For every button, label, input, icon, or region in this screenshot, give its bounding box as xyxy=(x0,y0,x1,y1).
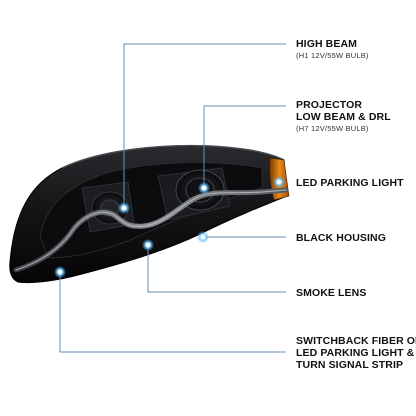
switchback-line3: TURN SIGNAL STRIP xyxy=(296,359,404,371)
projector-line2: LOW BEAM & DRL xyxy=(296,111,391,123)
led-parking-title: LED PARKING LIGHT xyxy=(296,177,404,189)
callout-black-housing: BLACK HOUSING xyxy=(296,232,386,244)
switchback-line2: LED PARKING LIGHT & xyxy=(296,347,415,359)
black-housing-title: BLACK HOUSING xyxy=(296,232,386,244)
callout-markers xyxy=(54,176,285,278)
marker-black-housing xyxy=(197,231,209,243)
marker-switchback xyxy=(54,266,66,278)
switchback-line1: SWITCHBACK FIBER OPTIC xyxy=(296,335,416,347)
projector-spec: (H7 12V/55W BULB) xyxy=(296,124,369,133)
high-beam-spec: (H1 12V/55W BULB) xyxy=(296,51,369,60)
marker-smoke-lens xyxy=(142,239,154,251)
callout-smoke-lens: SMOKE LENS xyxy=(296,287,366,299)
projector-line1: PROJECTOR xyxy=(296,99,363,111)
callout-high-beam: HIGH BEAM (H1 12V/55W BULB) xyxy=(296,38,369,62)
callout-switchback: SWITCHBACK FIBER OPTIC LED PARKING LIGHT… xyxy=(296,335,416,371)
leader-projector xyxy=(203,105,286,188)
high-beam-title: HIGH BEAM xyxy=(296,38,357,50)
callout-projector: PROJECTOR LOW BEAM & DRL (H7 12V/55W BUL… xyxy=(296,99,391,135)
marker-projector xyxy=(198,182,210,194)
marker-high-beam xyxy=(118,202,130,214)
leader-smoke-lens xyxy=(147,245,286,293)
smoke-lens-title: SMOKE LENS xyxy=(296,287,367,299)
leader-switchback xyxy=(59,272,286,353)
leader-high-beam xyxy=(123,43,286,208)
marker-led-parking xyxy=(273,176,285,188)
leader-lines xyxy=(59,43,286,353)
callout-led-parking-light: LED PARKING LIGHT xyxy=(296,177,404,189)
